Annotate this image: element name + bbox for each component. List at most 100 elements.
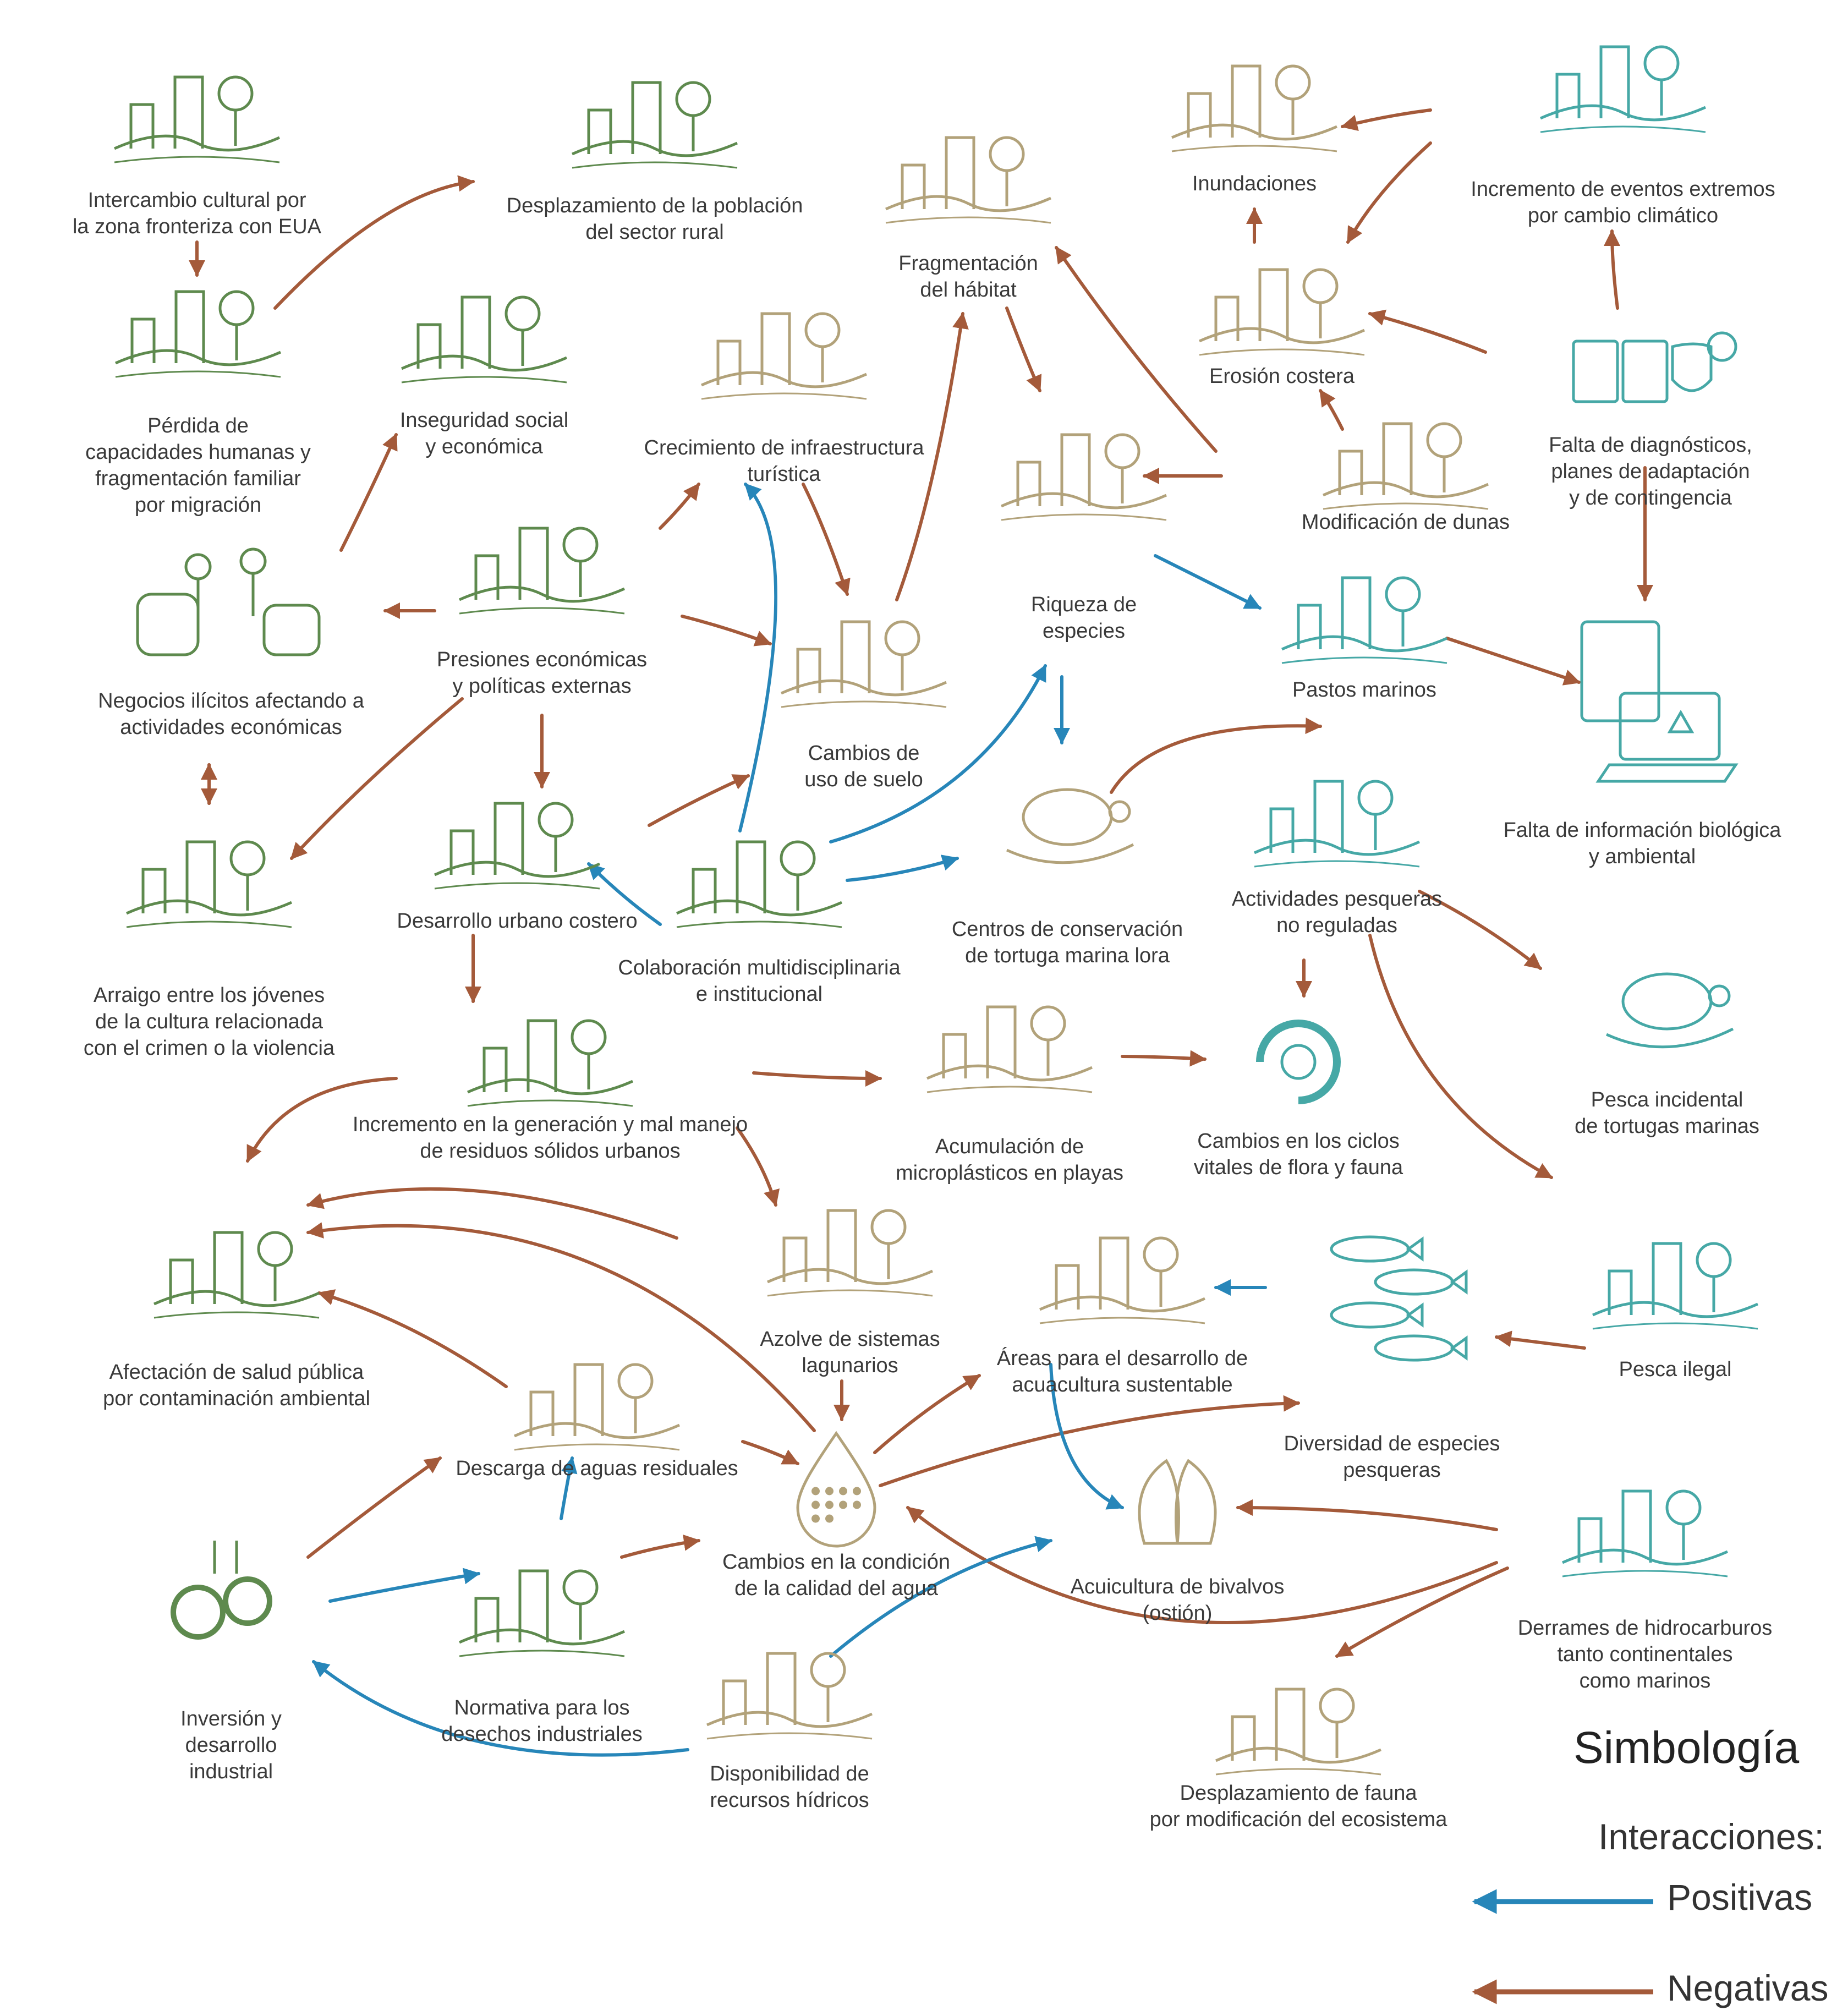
node-label-n4: Inseguridad social y económica — [399, 409, 569, 458]
habitat-fragment-icon — [885, 136, 1052, 224]
edge-n24-n25 — [752, 1070, 882, 1087]
edge-n12-n13 — [829, 664, 1047, 843]
cycle-icon — [1256, 1020, 1341, 1104]
node-label-n11: Desarrollo urbano costero — [397, 910, 638, 933]
legend-positive-label: Positivas — [1667, 1877, 1813, 1918]
node-label-n23: Pesca incidental de tortugas marinas — [1575, 1088, 1759, 1138]
edge-n12-n11 — [587, 862, 662, 926]
edge-n8-n10 — [802, 483, 851, 596]
node-label-n28: Azolve de sistemas lagunarios — [760, 1328, 940, 1377]
node-label-n5: Negocios ilícitos afectando a actividade… — [98, 689, 364, 739]
turtle-hand-icon — [1006, 788, 1134, 864]
garbage-truck-icon — [467, 1019, 634, 1107]
edge-n35-n39 — [1335, 1566, 1509, 1658]
node-label-n32: Descarga de aguas residuales — [456, 1457, 738, 1480]
node-label-n39: Desplazamiento de fauna por modificación… — [1149, 1782, 1447, 1831]
edge-n32-n27 — [317, 1289, 508, 1388]
money-bags-icon — [136, 547, 321, 656]
edge-n37-n33 — [620, 1534, 700, 1559]
node-label-n31: Pesca ilegal — [1619, 1358, 1732, 1381]
node-label-n34: Acuicultura de bivalvos (ostión) — [1070, 1575, 1285, 1625]
flood-icon — [1171, 64, 1338, 152]
edge-n12-n14 — [846, 854, 959, 882]
factory-icon — [458, 1569, 626, 1657]
edge-n6-n7 — [290, 697, 464, 860]
city-icon — [434, 802, 601, 890]
edge-n35-n33 — [906, 1506, 1498, 1624]
node-label-n15: Inundaciones — [1192, 172, 1317, 195]
water-drop-icon — [796, 1431, 876, 1548]
node-label-n30: Diversidad de especies pesqueras — [1284, 1432, 1500, 1482]
node-label-n38: Disponibilidad de recursos hídricos — [710, 1762, 869, 1812]
edge-n13-n20 — [1154, 554, 1262, 610]
node-label-n13: Riqueza de especies — [1030, 593, 1137, 643]
node-label-n16: Erosión costera — [1209, 365, 1355, 388]
edge-n9-n13 — [1005, 306, 1042, 392]
fishing-boat-icon — [1253, 780, 1421, 868]
edge-n33-n30 — [879, 1395, 1300, 1487]
erosion-icon — [1198, 268, 1366, 356]
edge-n18-n15 — [1341, 108, 1432, 132]
edge-n38-n34 — [829, 1536, 1052, 1658]
edge-n19-n18 — [1604, 229, 1621, 310]
laptop-warning-icon — [1580, 620, 1739, 783]
seagrass-icon — [1281, 576, 1448, 664]
node-label-n2: Desplazamiento de la población del secto… — [506, 194, 803, 244]
node-label-n3: Pérdida de capacidades humanas y fragmen… — [85, 414, 311, 517]
node-label-n18: Incremento de eventos extremos por cambi… — [1471, 178, 1775, 227]
node-label-n10: Cambios de uso de suelo — [804, 742, 923, 791]
pipe-discharge-icon — [513, 1363, 681, 1451]
node-label-n7: Arraigo entre los jóvenes de la cultura … — [83, 984, 335, 1060]
edge-n32-n33 — [741, 1440, 799, 1465]
edge-n12-n8 — [738, 483, 778, 832]
health-icon — [153, 1231, 320, 1319]
aquaculture-icon — [1039, 1236, 1206, 1324]
edge-n6-n10 — [681, 615, 772, 647]
magnifier-icon — [926, 1005, 1093, 1093]
node-label-n14: Centros de conservación de tortuga marin… — [951, 918, 1183, 967]
lagoon-icon — [766, 1209, 934, 1297]
node-label-n22: Actividades pesqueras no reguladas — [1231, 888, 1443, 937]
node-label-n29: Áreas para el desarrollo de acuacultura … — [996, 1347, 1248, 1396]
gears-icon — [171, 1541, 272, 1640]
edge-n24-n28 — [736, 1126, 780, 1207]
node-label-n36: Inversión y desarrollo industrial — [180, 1707, 282, 1783]
edge-n36-n32 — [306, 1456, 442, 1559]
edge-n29-n34 — [1049, 1363, 1124, 1510]
node-label-n21: Falta de información biológica y ambient… — [1503, 819, 1781, 868]
node-label-n8: Crecimiento de infraestructura turística — [644, 436, 924, 486]
edge-n25-n26 — [1121, 1050, 1207, 1067]
turtle-net-icon — [1605, 972, 1734, 1049]
edge-n11-n10 — [648, 774, 750, 827]
edge-n14-n21 — [1110, 717, 1322, 794]
node-label-n9: Fragmentación del hábitat — [898, 252, 1038, 302]
edge-n19-n16 — [1368, 309, 1487, 354]
edge-n37-n32 — [560, 1456, 578, 1520]
edge-n6-n8 — [659, 483, 700, 530]
edge-n31-n30 — [1495, 1330, 1586, 1350]
external-pressure-icon — [458, 527, 626, 615]
species-icon — [1000, 433, 1167, 521]
insecurity-icon — [401, 295, 568, 384]
edge-n22-n31 — [1368, 934, 1553, 1179]
edge-n33-n27 — [306, 1222, 816, 1432]
legend-subtitle: Interacciones: — [1598, 1816, 1824, 1857]
rural-migration-icon — [571, 81, 738, 169]
edge-n18-n16 — [1346, 141, 1432, 244]
edge-n28-n27 — [306, 1187, 678, 1240]
edge-n10-n9 — [895, 312, 969, 601]
dunes-icon — [1322, 422, 1489, 510]
edge-n33-n29 — [873, 1374, 981, 1454]
flags-people-icon — [113, 75, 281, 163]
edge-n36-n37 — [328, 1568, 480, 1603]
edge-n35-n34 — [1236, 1499, 1498, 1531]
node-label-n19: Falta de diagnósticos, planes de adaptac… — [1549, 434, 1752, 510]
node-label-n12: Colaboración multidisciplinaria e instit… — [618, 956, 901, 1006]
legend-title: Simbología — [1573, 1723, 1800, 1773]
edge-n17-n9 — [1055, 246, 1218, 453]
node-label-n20: Pastos marinos — [1292, 678, 1436, 702]
edge-n24-n27 — [246, 1077, 398, 1163]
node-label-n17: Modificación de dunas — [1301, 511, 1510, 534]
node-label-n37: Normativa para los desechos industriales — [441, 1696, 643, 1746]
edge-n38-n36 — [312, 1660, 689, 1757]
